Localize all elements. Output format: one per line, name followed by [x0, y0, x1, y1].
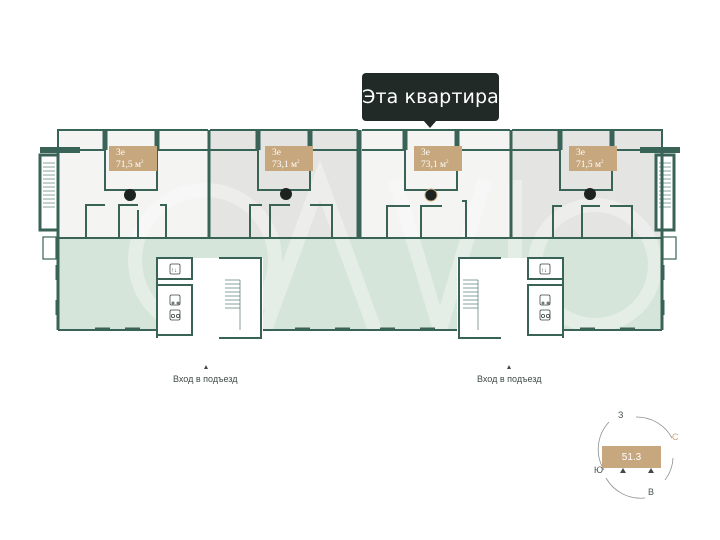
- entrance-label-left: Вход в подъезд: [173, 374, 238, 384]
- entrance-arrow-icon: [204, 365, 208, 369]
- svg-text:↑↓: ↑↓: [541, 268, 547, 274]
- apartment-area: 73,1 м: [272, 160, 298, 171]
- entrance-arrow-icon: [507, 365, 511, 369]
- apartment-area: 71,5 м: [116, 160, 142, 171]
- section-number: 51.3: [602, 446, 661, 468]
- stroller-icon: [169, 294, 181, 306]
- stroller-icon: [539, 294, 551, 306]
- rooms-count: 3е: [576, 148, 585, 158]
- rooms-count: 3е: [421, 148, 430, 158]
- left-stair: [38, 153, 60, 260]
- core-right: [457, 257, 564, 339]
- bicycle-icon: [539, 309, 551, 321]
- bicycle-icon: [169, 309, 181, 321]
- apartment-label-2[interactable]: 3е 73,1 м2: [265, 146, 313, 171]
- compass-east: В: [648, 487, 655, 497]
- apartment-area: 71,5 м: [576, 160, 602, 171]
- risers: [124, 188, 596, 202]
- apartment-label-1[interactable]: 3е 71,5 м2: [109, 146, 157, 171]
- svg-text:↑↓: ↑↓: [171, 268, 177, 274]
- compass-markers: [620, 468, 654, 473]
- elevator-icon: ↑↓: [539, 263, 551, 275]
- this-apartment-tooltip: Эта квартира: [362, 73, 499, 128]
- apartment-area: 73,1 м: [421, 160, 447, 171]
- core-left: [156, 257, 263, 339]
- compass-south: Ю: [594, 465, 604, 475]
- entrance-label-right: Вход в подъезд: [477, 374, 542, 384]
- windows: [55, 265, 665, 331]
- elevator-icon: ↑↓: [169, 263, 181, 275]
- compass-west: З: [618, 410, 624, 420]
- compass-north: С: [672, 432, 679, 442]
- compass: [597, 416, 674, 499]
- apartment-label-4[interactable]: 3е 71,5 м2: [569, 146, 617, 171]
- apartment-label-3-selected[interactable]: 3е 73,1 м2: [414, 146, 462, 171]
- rooms-count: 3е: [272, 148, 281, 158]
- rooms-count: 3е: [116, 148, 125, 158]
